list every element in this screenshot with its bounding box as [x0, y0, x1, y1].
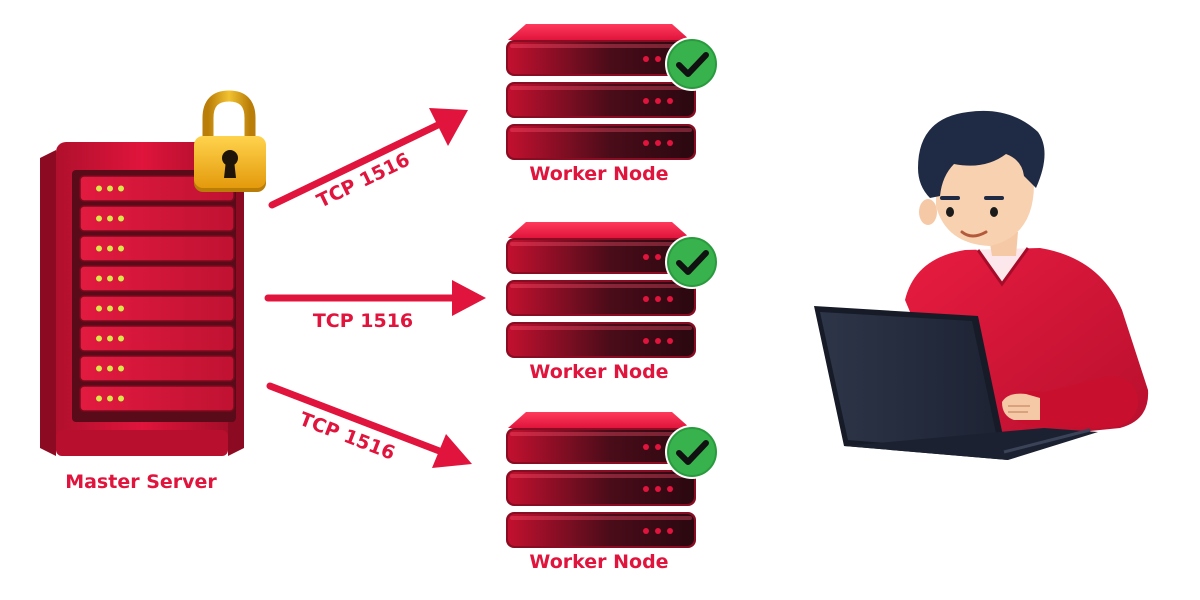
worker-node-label-2: Worker Node [529, 361, 668, 383]
server-bay [79, 355, 235, 382]
server-bay [79, 265, 235, 292]
status-led [96, 215, 102, 222]
status-led [118, 245, 124, 252]
status-led [107, 305, 113, 312]
server-bay [79, 325, 235, 352]
worker-node-1: Worker Node [506, 24, 719, 185]
worker-node-3: Worker Node [506, 412, 719, 573]
person-head [918, 110, 1045, 246]
server-bay [79, 385, 235, 412]
connection-label-2: TCP 1516 [313, 310, 413, 332]
master-server-group: Master Server [40, 90, 266, 493]
status-led [118, 185, 124, 192]
status-led [96, 395, 102, 402]
connection-arrow-1: TCP 1516 [268, 108, 468, 212]
status-led [96, 275, 102, 282]
worker-server-icon [506, 24, 696, 160]
status-led [96, 185, 102, 192]
worker-node-label-1: Worker Node [529, 163, 668, 185]
master-server-icon [40, 142, 244, 456]
status-led [107, 245, 113, 252]
status-led [118, 395, 124, 402]
status-led [118, 215, 124, 222]
laptop-icon [814, 306, 1098, 460]
status-led [118, 365, 124, 372]
connection-arrow-3: TCP 1516 [266, 382, 472, 468]
checkmark-icon [665, 37, 719, 91]
status-led [118, 305, 124, 312]
connection-arrow-2: TCP 1516 [264, 280, 486, 332]
status-led [96, 365, 102, 372]
padlock-icon [194, 90, 266, 192]
checkmark-icon [665, 235, 719, 289]
status-led [107, 215, 113, 222]
master-server-label: Master Server [65, 471, 217, 493]
master-server-bays [79, 175, 235, 412]
status-led [107, 395, 113, 402]
status-led [107, 275, 113, 282]
worker-server-icon [506, 412, 696, 548]
person-with-laptop-illustration [814, 110, 1149, 460]
worker-node-2: Worker Node [506, 222, 719, 383]
server-bay [79, 235, 235, 262]
worker-node-label-3: Worker Node [529, 551, 668, 573]
checkmark-icon [665, 425, 719, 479]
server-bay [79, 295, 235, 322]
server-bay [79, 205, 235, 232]
status-led [96, 335, 102, 342]
status-led [96, 305, 102, 312]
status-led [118, 335, 124, 342]
status-led [96, 245, 102, 252]
status-led [107, 365, 113, 372]
worker-server-icon [506, 222, 696, 358]
status-led [107, 335, 113, 342]
status-led [107, 185, 113, 192]
status-led [118, 275, 124, 282]
